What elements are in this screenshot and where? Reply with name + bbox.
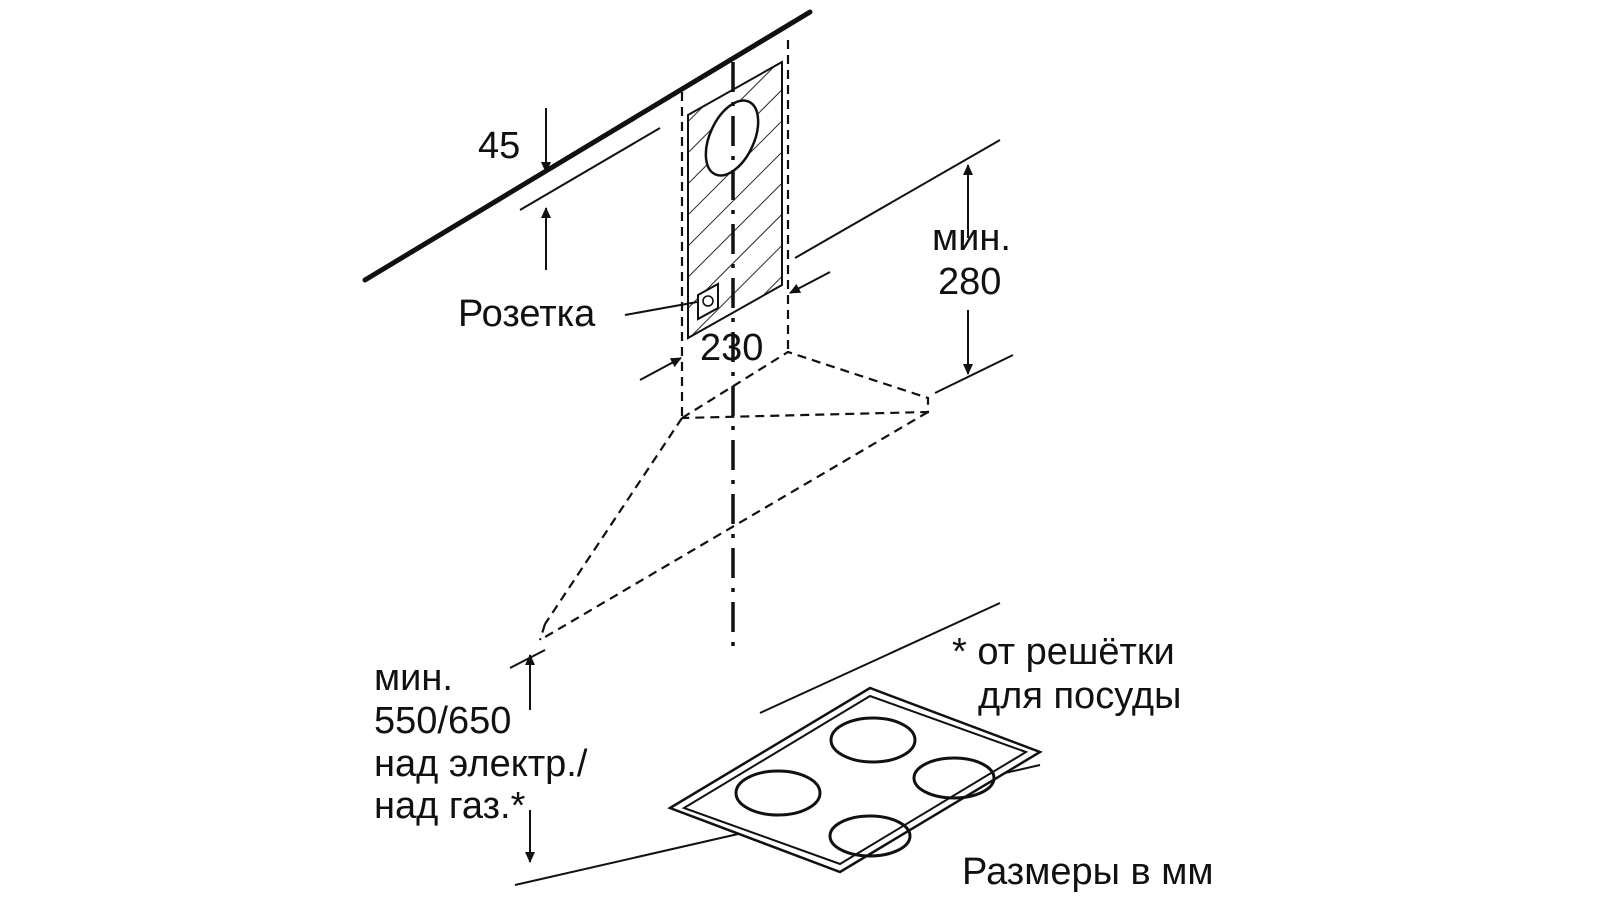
- socket-icon: [697, 282, 719, 321]
- label-socket: Розетка: [458, 293, 596, 335]
- label-width: 230: [700, 327, 763, 369]
- label-min-bottom-3: над электр./: [374, 743, 588, 785]
- burner-bottom-left: [734, 769, 822, 817]
- dim-230-arrow-right: [639, 357, 682, 381]
- label-units: Размеры в мм: [962, 851, 1213, 893]
- label-min-bottom-4: над газ.*: [374, 785, 526, 827]
- hood-edge-right: [539, 411, 929, 641]
- hood-edge-left: [544, 417, 683, 625]
- label-footnote-2: для посуды: [978, 675, 1181, 717]
- label-wall-offset: 45: [478, 125, 520, 167]
- worktop-back-edge: [759, 602, 1001, 714]
- socket-leader-line: [624, 301, 698, 316]
- cooktop: [667, 686, 1043, 874]
- hood-outline-top: [681, 350, 930, 420]
- hood-edge-left-lower: [538, 623, 547, 641]
- burner-top-right: [912, 756, 996, 800]
- hob-guide-top: [509, 649, 546, 669]
- dim-230-arrow-left: [789, 271, 831, 294]
- wall-guide-right-bottom: [934, 354, 1014, 394]
- label-min-bottom-2: 550/650: [374, 700, 511, 742]
- wall-guide-right-top: [794, 139, 1001, 259]
- ceiling-line: [362, 9, 813, 283]
- label-min-top-2: 280: [938, 261, 1001, 303]
- label-min-bottom-1: мин.: [374, 657, 453, 699]
- burner-top-left: [829, 716, 917, 764]
- label-min-top-1: мин.: [932, 217, 1011, 259]
- wall-guide-upper: [519, 127, 661, 211]
- burner-bottom-right: [828, 814, 912, 858]
- label-footnote-1: * от решётки: [952, 631, 1175, 673]
